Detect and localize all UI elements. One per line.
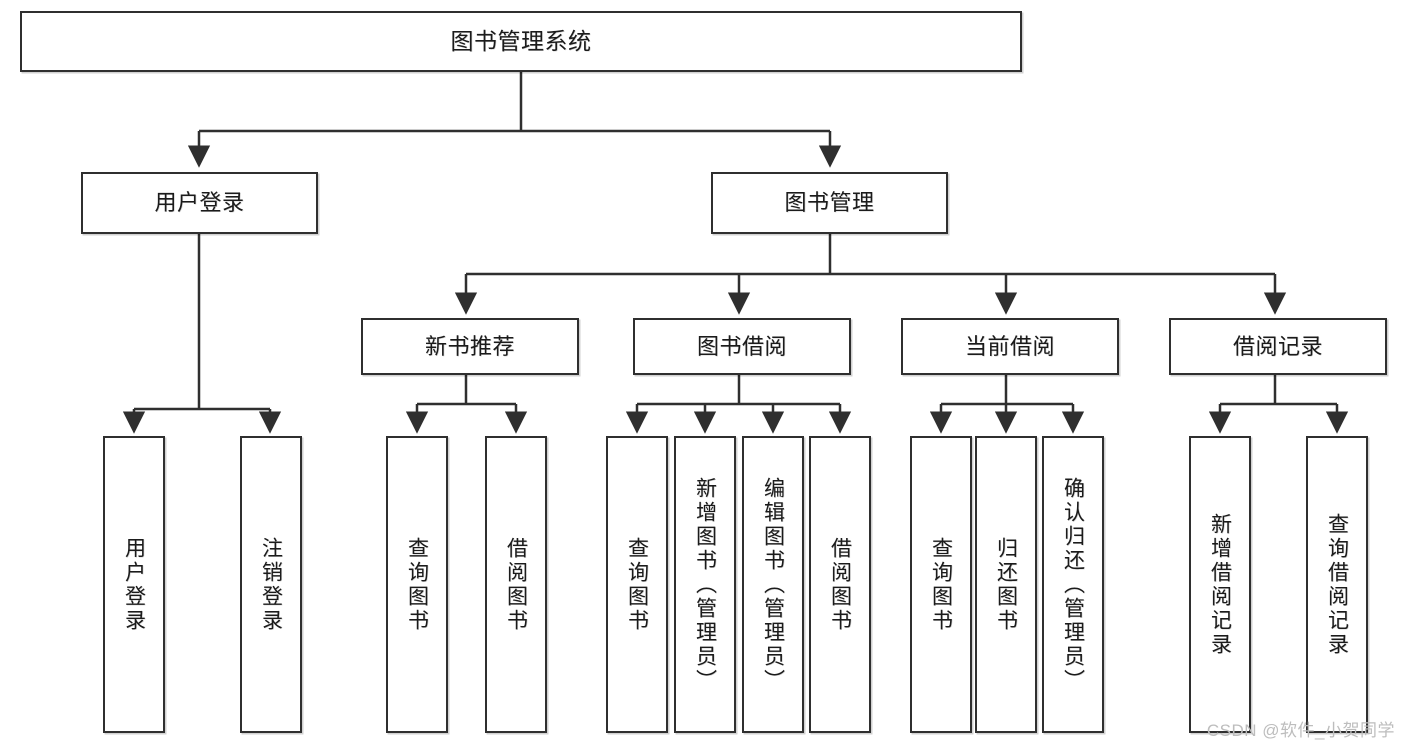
node-borrow-record-label: 借阅记录 [1232, 333, 1323, 359]
leaf-current-return-book-label: 归还图书 [994, 536, 1018, 633]
watermark: CSDN @软件_小贺同学 [1206, 721, 1395, 740]
node-book-borrow[interactable]: 图书借阅 [633, 318, 851, 375]
leaf-current-return-book[interactable]: 归还图书 [975, 436, 1037, 733]
node-current-borrow-label: 当前借阅 [964, 333, 1055, 359]
node-borrow-record[interactable]: 借阅记录 [1169, 318, 1387, 375]
leaf-borrow-borrow-book-label: 借阅图书 [828, 536, 852, 633]
leaf-borrow-add-book[interactable]: 新增图书（管理员） [674, 436, 736, 733]
leaf-current-confirm-return[interactable]: 确认归还（管理员） [1042, 436, 1104, 733]
leaf-record-query[interactable]: 查询借阅记录 [1306, 436, 1368, 733]
leaf-borrow-edit-book[interactable]: 编辑图书（管理员） [742, 436, 804, 733]
leaf-record-add[interactable]: 新增借阅记录 [1189, 436, 1251, 733]
leaf-new-book-query-label: 查询图书 [405, 536, 429, 633]
node-root-label: 图书管理系统 [450, 28, 592, 55]
node-user-login[interactable]: 用户登录 [81, 172, 318, 234]
leaf-record-add-label: 新增借阅记录 [1208, 512, 1232, 657]
node-book-borrow-label: 图书借阅 [696, 333, 787, 359]
node-current-borrow[interactable]: 当前借阅 [901, 318, 1119, 375]
leaf-current-query-book-label: 查询图书 [929, 536, 953, 633]
leaf-borrow-borrow-book[interactable]: 借阅图书 [809, 436, 871, 733]
node-book-management-label: 图书管理 [784, 190, 875, 216]
leaf-user-login-signout[interactable]: 注销登录 [240, 436, 302, 733]
leaf-user-login-signin[interactable]: 用户登录 [103, 436, 165, 733]
node-new-book-recommend-label: 新书推荐 [424, 333, 515, 359]
node-user-login-label: 用户登录 [154, 190, 245, 216]
leaf-new-book-borrow[interactable]: 借阅图书 [485, 436, 547, 733]
leaf-new-book-query[interactable]: 查询图书 [386, 436, 448, 733]
leaf-current-confirm-return-label: 确认归还（管理员） [1061, 476, 1085, 693]
leaf-borrow-query-book[interactable]: 查询图书 [606, 436, 668, 733]
leaf-borrow-query-book-label: 查询图书 [625, 536, 649, 633]
leaf-user-login-signout-label: 注销登录 [259, 536, 283, 633]
node-root[interactable]: 图书管理系统 [20, 11, 1022, 72]
leaf-current-query-book[interactable]: 查询图书 [910, 436, 972, 733]
node-new-book-recommend[interactable]: 新书推荐 [361, 318, 579, 375]
leaf-borrow-edit-book-label: 编辑图书（管理员） [761, 476, 785, 693]
leaf-new-book-borrow-label: 借阅图书 [504, 536, 528, 633]
leaf-record-query-label: 查询借阅记录 [1325, 512, 1349, 657]
leaf-user-login-signin-label: 用户登录 [122, 536, 146, 633]
leaf-borrow-add-book-label: 新增图书（管理员） [693, 476, 717, 693]
node-book-management[interactable]: 图书管理 [711, 172, 948, 234]
